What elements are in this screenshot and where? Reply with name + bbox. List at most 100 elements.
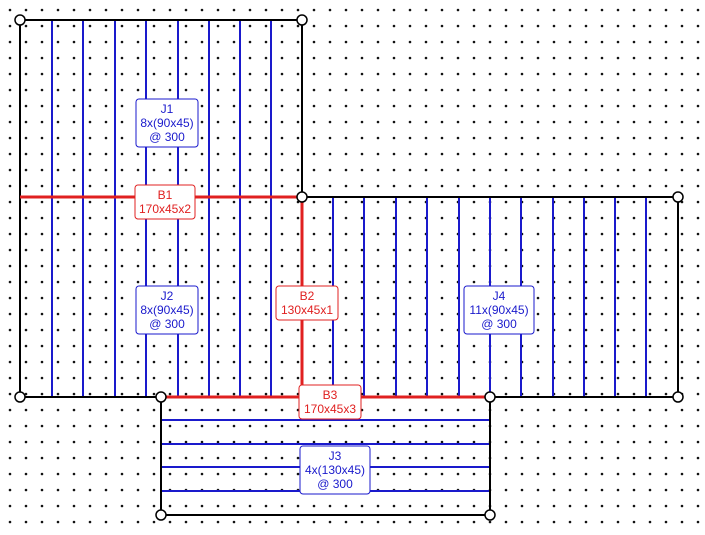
grid-dot (120, 424, 124, 428)
grid-dot (88, 232, 92, 236)
grid-dot (696, 24, 700, 28)
grid-dot (600, 24, 604, 28)
grid-dot (56, 456, 60, 460)
grid-dot (616, 408, 620, 412)
grid-dot (504, 232, 508, 236)
grid-dot (648, 248, 652, 252)
grid-dot (376, 504, 380, 508)
grid-dot (40, 440, 44, 444)
label-b1-line: 170x45x2 (139, 202, 191, 216)
grid-dot (440, 136, 444, 140)
grid-dot (504, 280, 508, 284)
grid-dot (696, 168, 700, 172)
grid-dot (632, 120, 636, 124)
grid-dot (696, 120, 700, 124)
grid-dot (424, 456, 428, 460)
grid-dot (632, 312, 636, 316)
grid-dot (680, 216, 684, 220)
grid-dot (472, 40, 476, 44)
label-j4-line: J4 (493, 289, 506, 303)
grid-dot (296, 504, 300, 508)
grid-dot (104, 120, 108, 124)
grid-dot (104, 488, 108, 492)
grid-dot (536, 440, 540, 444)
label-b1-line: B1 (158, 188, 173, 202)
grid-dot (264, 232, 268, 236)
grid-dot (264, 472, 268, 476)
grid-dot (104, 24, 108, 28)
grid-dot (24, 520, 28, 524)
grid-dot (584, 376, 588, 380)
grid-dot (568, 136, 572, 140)
grid-dot (104, 296, 108, 300)
grid-dot (408, 24, 412, 28)
grid-dot (536, 200, 540, 204)
grid-dot (312, 56, 316, 60)
grid-dot (632, 280, 636, 284)
grid-dot (72, 88, 76, 92)
grid-dot (472, 104, 476, 108)
grid-dot (8, 104, 12, 108)
grid-dot (40, 520, 44, 524)
grid-dot (40, 104, 44, 108)
grid-dot (184, 376, 188, 380)
grid-dot (344, 424, 348, 428)
grid-dot (8, 504, 12, 508)
grid-dot (488, 40, 492, 44)
grid-dot (264, 344, 268, 348)
grid-dot (376, 232, 380, 236)
grid-dot (232, 344, 236, 348)
grid-dot (392, 456, 396, 460)
grid-dot (696, 216, 700, 220)
grid-dot (56, 88, 60, 92)
grid-dot (264, 8, 268, 12)
grid-dot (56, 168, 60, 172)
grid-dot (312, 520, 316, 524)
grid-dot (88, 200, 92, 204)
grid-dot (280, 168, 284, 172)
grid-dot (232, 264, 236, 268)
grid-dot (56, 120, 60, 124)
grid-dot (552, 136, 556, 140)
grid-dot (696, 360, 700, 364)
grid-dot (616, 424, 620, 428)
grid-dot (24, 232, 28, 236)
grid-dot (504, 136, 508, 140)
grid-dot (8, 24, 12, 28)
grid-dot (504, 8, 508, 12)
grid-dot (520, 488, 524, 492)
grid-dot (152, 408, 156, 412)
grid-dot (120, 488, 124, 492)
grid-dot (600, 424, 604, 428)
grid-dot (232, 408, 236, 412)
grid-dot (8, 488, 12, 492)
grid-dot (664, 216, 668, 220)
grid-dot (472, 152, 476, 156)
grid-dot (360, 344, 364, 348)
grid-dot (648, 328, 652, 332)
grid-dot (184, 8, 188, 12)
grid-dot (488, 168, 492, 172)
grid-dot (312, 504, 316, 508)
grid-dot (648, 424, 652, 428)
grid-dot (504, 264, 508, 268)
grid-dot (248, 520, 252, 524)
grid-dot (584, 312, 588, 316)
grid-dot (616, 264, 620, 268)
grid-dot (424, 472, 428, 476)
grid-dot (200, 120, 204, 124)
grid-dot (488, 56, 492, 60)
grid-dot (152, 56, 156, 60)
grid-dot (392, 248, 396, 252)
grid-dot (24, 392, 28, 396)
grid-dot (56, 424, 60, 428)
grid-dot (264, 392, 268, 396)
grid-dot (24, 440, 28, 444)
grid-dot (216, 8, 220, 12)
grid-dot (520, 40, 524, 44)
grid-dot (104, 392, 108, 396)
grid-dot (440, 504, 444, 508)
grid-dot (200, 520, 204, 524)
grid-dot (584, 136, 588, 140)
